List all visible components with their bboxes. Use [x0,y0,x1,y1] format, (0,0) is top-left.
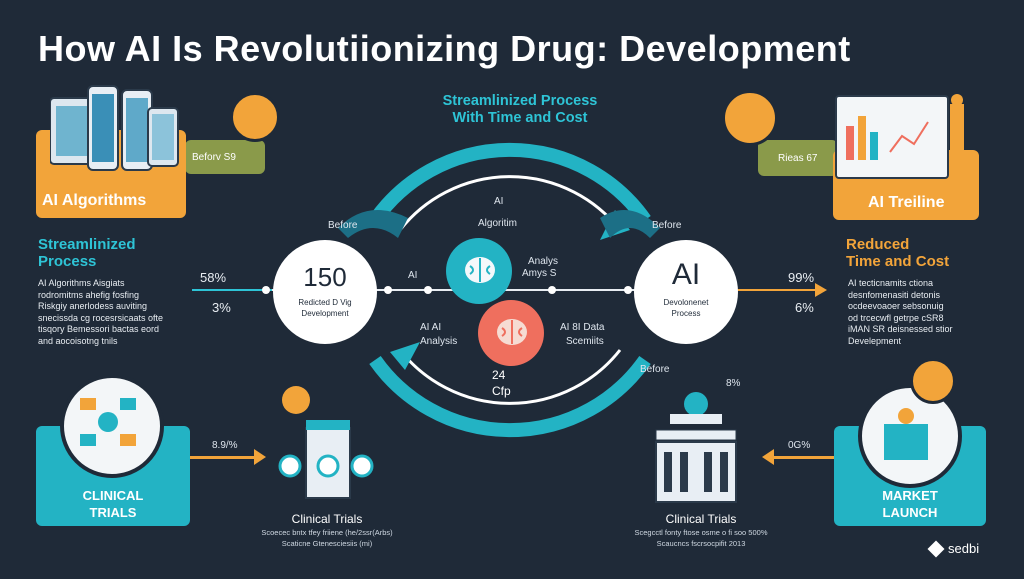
center-heading-line2: With Time and Cost [452,110,588,126]
ai-algorithms-label: AI Algorithms [42,192,147,209]
ai-data-1: AI 8I Data [560,322,605,333]
analytics-monitor-illustration [835,94,964,179]
left-body-line: snecissda cg rocesrsicaats ofte [38,312,164,323]
right-body-line: ocdeevoaoer sebsonuig [848,301,944,311]
ai-treiline-label: AI Treiline [868,194,945,211]
left-body-line: Riskgiy anerlodess auviting [38,301,148,311]
right-top-badge-box [758,140,838,176]
left-orange-arrow-head [254,449,266,465]
right-orange-arrow [772,456,834,459]
market-launch-label-2: LAUNCH [882,505,938,520]
bottom-left-caption-title: Clinical Trials [291,512,363,526]
timeline-dot [424,286,432,294]
right-section-heading-line1: Reduced [846,236,910,253]
right-top-pills-icon [722,90,778,146]
watermark-logo-icon [927,540,945,558]
right-body-line: iMAN SR deisnessed stior [848,324,953,334]
left-top-pills-icon [230,92,280,142]
swoosh-arrow-right [600,210,660,238]
presenter-icon [884,408,928,460]
right-top-badge: Rieas 67 [778,153,818,164]
left-body-line: and aocoisotng tnils [38,335,118,346]
bottom-right-caption-title: Clinical Trials [665,512,737,526]
left-section-body: AI Algorithms Aisgiats rodromitms ahefig… [38,278,188,347]
clinical-trials-label-2: TRIALS [89,505,137,520]
left-pct-top: 58% [200,270,227,285]
left-arrow-line [192,289,272,291]
right-pct-top: 99% [788,270,815,285]
before-right-label: Before [652,220,682,231]
timeline-dot [262,286,270,294]
page-title: How AI Is Revolutiionizing Drug: Develop… [38,28,851,69]
right-node-circle [634,240,738,344]
ai-algo-bottom: Algoritim [478,218,517,229]
right-body-line: desnfomenasiti detonis [848,289,941,300]
timeline-line [272,289,792,291]
analysis-bottom-label: Amys S [522,268,557,279]
right-section-heading: Reduced Time and Cost [846,236,986,270]
left-body-line: rodromitms ahefig fosfing [38,289,140,300]
cycle-arcs [369,142,651,438]
bottom-label: Cfp [492,384,511,398]
left-top-badge: Beforv S9 [192,152,236,163]
left-body-line: AI Algorithms Aisgiats [38,278,125,288]
ai-algo-top: AI [494,196,504,207]
ai-analysis-left-2: Analysis [420,336,458,347]
timeline-dot [548,286,556,294]
right-node-line1: Devolonenet [663,298,709,307]
right-body-line: Develepment [848,335,902,346]
left-section-heading: Streamlinized Process [38,236,178,270]
left-body-line: tisqory Bemessori bactas eord [38,324,160,334]
building-illustration [655,392,737,503]
right-node-big: AI [671,258,701,291]
timeline-dot [384,286,392,294]
left-pct-bottom: 3% [212,300,231,315]
right-orange-arrow-head [762,449,774,465]
before-bottom-label: Before [640,364,670,375]
right-pct-bottom: 6% [795,300,814,315]
left-orange-arrow [190,456,256,459]
bottom-left-caption-1: Scoecec bntx tfey friiene (he/2ssr(Arbs) [261,528,393,537]
ai-analysis-left-1: AI AI [420,322,442,333]
left-node-number: 150 [303,262,347,292]
lab-equipment-illustration [278,386,374,499]
bottom-number: 24 [492,368,506,382]
network-icon [80,398,136,446]
bottom-left-arrow-label: 8.9/% [212,440,238,451]
brain-icon-coral [497,319,527,345]
timeline-dot [624,286,632,294]
right-arrow-line [736,289,822,291]
right-arrow-head [815,283,827,297]
ai-data-2: Scemiits [566,336,604,347]
left-node-circle [273,240,377,344]
analysis-top-label: Analys [528,256,559,267]
right-body-line: AI tecticnamits ctiona [848,278,934,288]
devices-illustration [50,85,179,171]
right-section-body: AI tecticnamits ctiona desnfomenasiti de… [848,278,998,347]
bottom-right-caption-2: Scaucncs fscrsocpifit 2013 [656,539,746,548]
left-top-badge-box [185,140,265,174]
clinical-trials-icon [60,374,164,478]
market-launch-label-1: MARKET [882,488,938,503]
left-section-heading-line2: Process [38,253,97,270]
bottom-right-arrow-label: 0G% [788,440,811,451]
center-heading: Streamlinized Process With Time and Cost [390,93,650,127]
before-left-label: Before [328,220,358,231]
right-body-line: od trcecwfl getrpe cSR8 [848,312,944,323]
center-heading-line1: Streamlinized Process [442,93,598,109]
brain-icon [465,257,495,283]
left-section-heading-line1: Streamlinized [38,236,136,253]
left-node-line1: Redicted D Vig [298,298,352,307]
bottom-right-caption-1: Scegcctl fonty ftose osme o fi soo 500% [634,528,768,537]
left-node-line2: Development [301,309,349,318]
market-badge-icon [910,358,956,404]
ai-small-label: AI [408,270,418,281]
clinical-trials-label-1: CLINICAL [82,488,144,503]
right-node-line2: Process [671,309,701,318]
cycle-pct-small: 8% [726,378,741,389]
right-section-heading-line2: Time and Cost [846,253,950,270]
swoosh-arrow-left [338,210,408,238]
watermark: sedbi [948,541,980,556]
bottom-left-caption-2: Scaticne Gtenesciesiis (mi) [281,539,373,548]
